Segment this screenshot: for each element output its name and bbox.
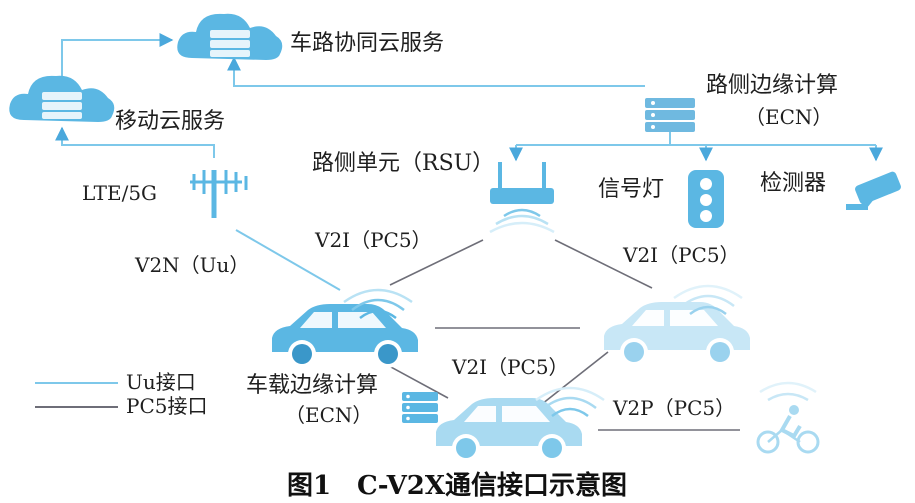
pc5-link-car1-rsu: [389, 239, 484, 286]
cloud-mobile-icon: [9, 75, 115, 122]
cyclist-icon: [756, 381, 820, 454]
pc5-link-rsu-car3: [554, 239, 653, 289]
wifi-signal-icon-car3: [673, 284, 743, 316]
label-lte: LTE/5G: [82, 181, 157, 205]
arrow-ecn-to-v2x-cloud: [227, 56, 645, 87]
traffic-light-icon: [688, 170, 724, 228]
legend-pc5-label: PC5接口: [126, 394, 207, 418]
label-v2i-left: V2I（PC5）: [314, 228, 432, 252]
label-rsu: 路侧单元（RSU）: [312, 151, 494, 176]
figure-caption: 图1 C-V2X通信接口示意图: [287, 470, 627, 501]
vehicle-car-icon-2: [436, 398, 582, 462]
arrow-lte-to-mobile-cloud: [55, 126, 215, 158]
connector-arrows: [55, 33, 883, 162]
legend-uu-label: Uu接口: [126, 370, 196, 394]
pc5-link-car2-car3: [541, 351, 609, 405]
label-road-ecn-title: 路侧边缘计算: [706, 73, 838, 98]
server-icon-road-ecn: [645, 98, 695, 132]
vehicle-car-icon-3: [604, 302, 750, 366]
detector-camera-icon: [846, 171, 901, 210]
label-v2x-cloud: 车路协同云服务: [290, 31, 444, 56]
label-detector: 检测器: [760, 171, 826, 196]
wifi-signal-icon-car1: [343, 288, 413, 320]
cloud-v2x-icon: [177, 13, 283, 60]
arrow-mobile-to-v2x-cloud: [61, 33, 174, 82]
lte-antenna-icon: [190, 170, 248, 218]
wifi-signal-icon-car2: [535, 386, 605, 418]
label-v2i-right: V2I（PC5）: [622, 243, 740, 267]
label-traffic-light: 信号灯: [598, 177, 664, 202]
label-v2i-bottom: V2I（PC5）: [451, 355, 569, 379]
uu-link-line: [235, 229, 341, 291]
label-road-ecn-sub: （ECN）: [745, 105, 832, 129]
label-vehicle-ecn-title: 车载边缘计算: [246, 373, 378, 398]
label-v2n: V2N（Uu）: [134, 253, 249, 277]
legend: Uu接口 PC5接口: [35, 370, 207, 418]
server-icon-vehicle-ecn: [402, 392, 438, 423]
label-vehicle-ecn-sub: （ECN）: [285, 403, 372, 427]
label-mobile-cloud: 移动云服务: [115, 109, 225, 134]
rsu-router-icon: [489, 162, 555, 234]
vehicle-car-icon-1: [272, 304, 418, 368]
label-v2p: V2P（PC5）: [612, 396, 735, 420]
